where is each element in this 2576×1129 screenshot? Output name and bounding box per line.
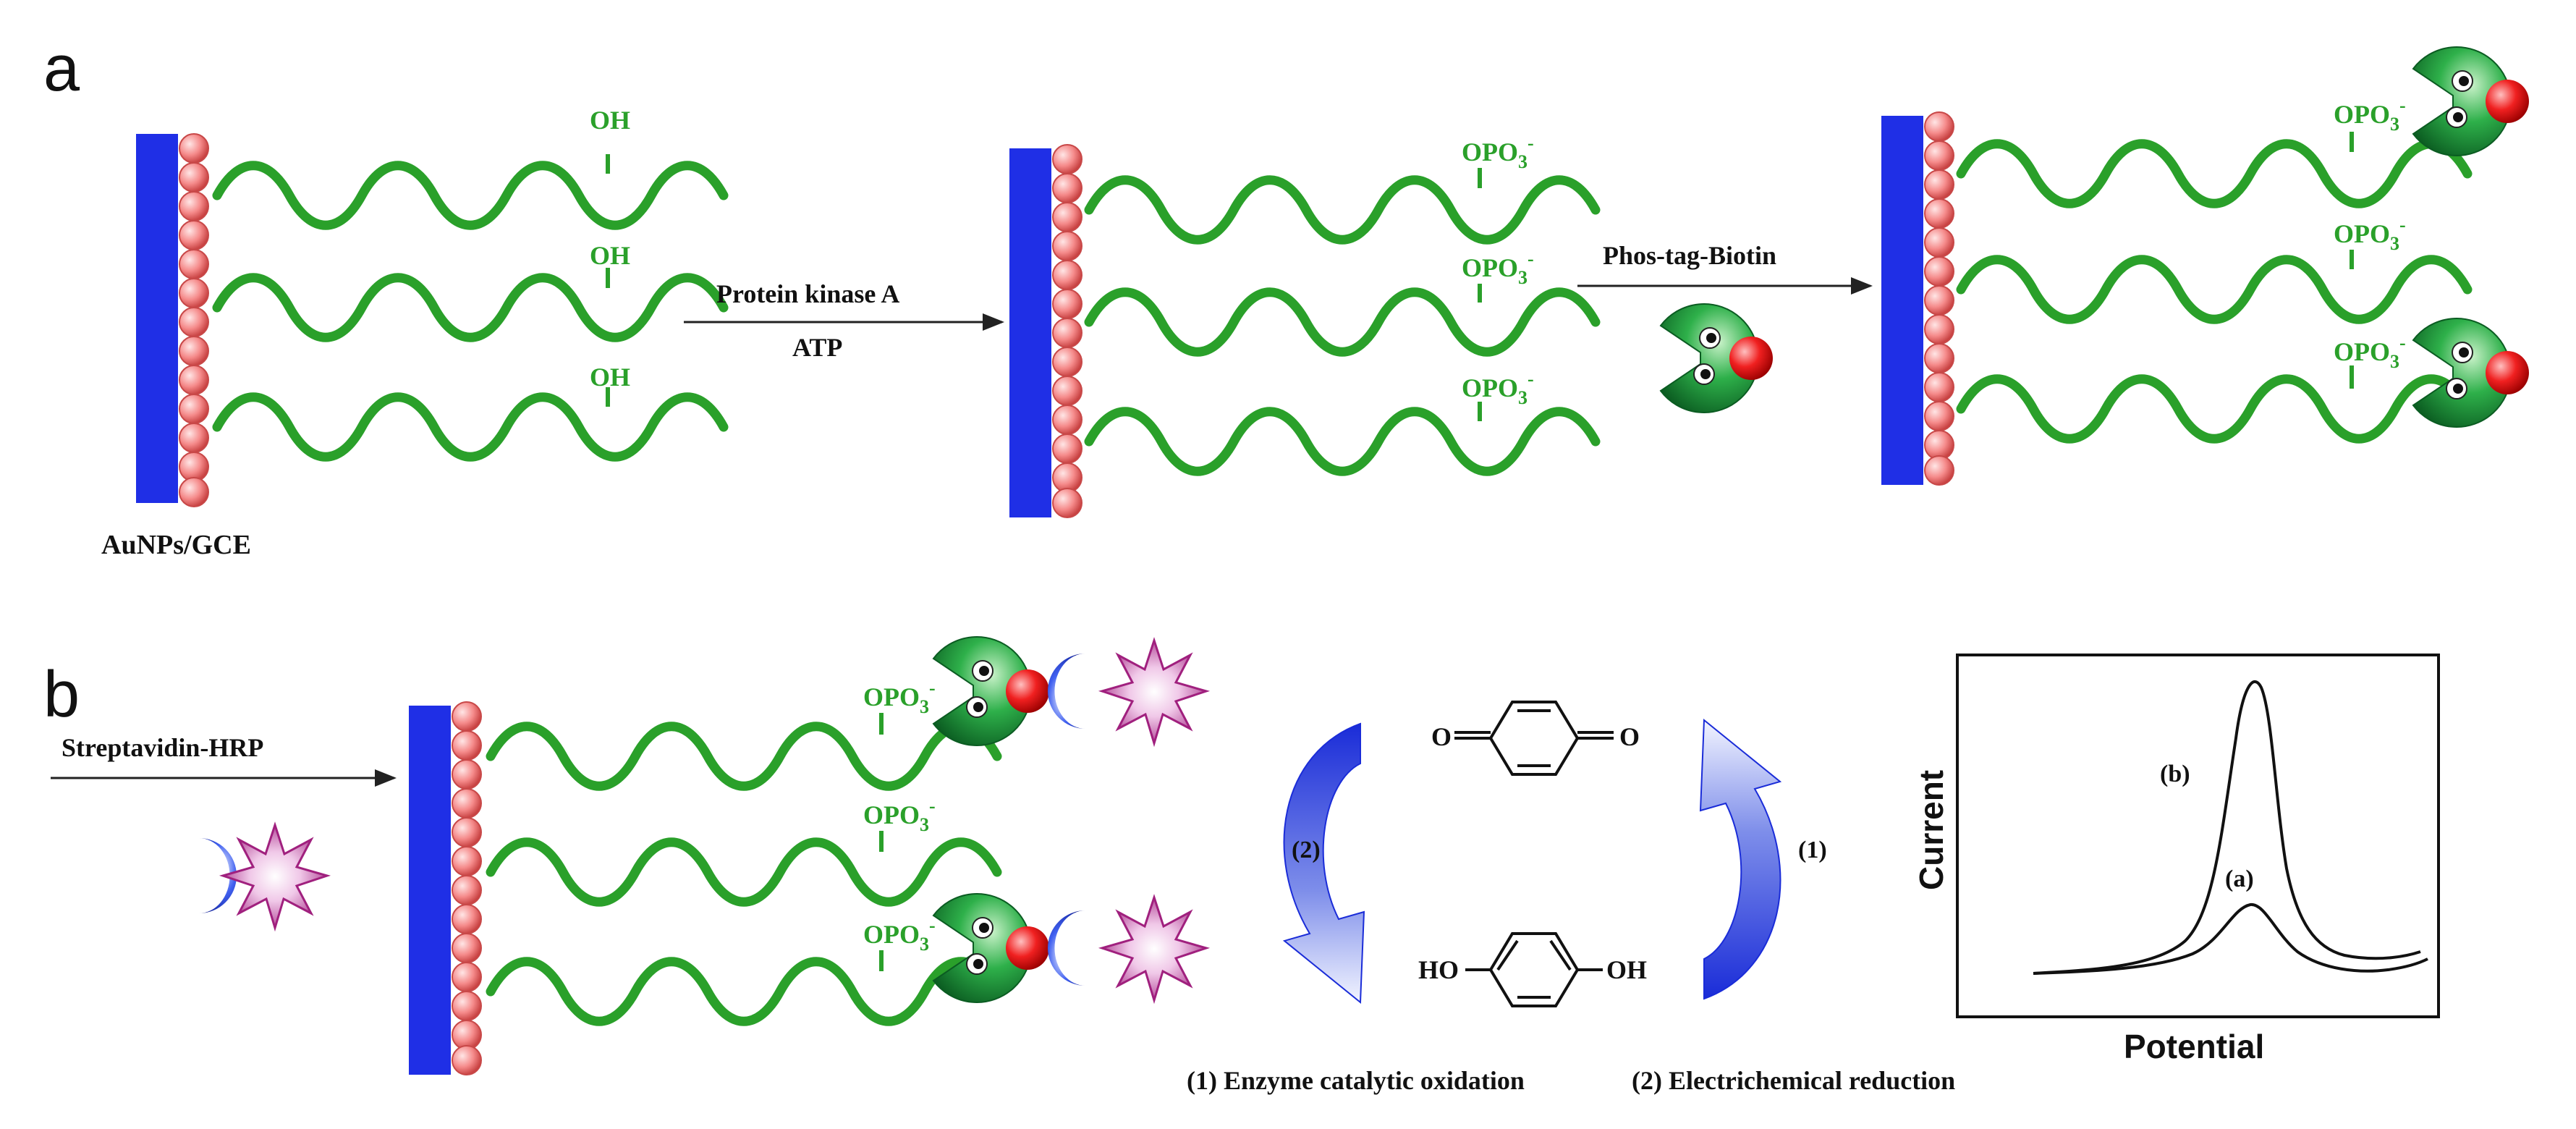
electrode-1-bar	[136, 134, 178, 503]
group-opo3-2a: OPO3-	[1462, 132, 1534, 172]
chart-ylabel: Current	[1912, 770, 1950, 890]
cycle-arrow-1	[1699, 718, 1782, 1000]
curve-a	[2033, 903, 2428, 975]
legend-step-2: (2) Electrichemical reduction	[1632, 1066, 1955, 1095]
benzoquinone-o-left: O	[1431, 722, 1452, 751]
electrode-4-bar	[409, 706, 451, 1075]
phostag-biotin-bound-3c	[2412, 318, 2529, 428]
curve-b	[2033, 680, 2421, 975]
peptide-3b	[1961, 260, 2467, 320]
phostag-biotin-reagent	[1660, 303, 1773, 413]
peptide-3c	[1961, 379, 2467, 439]
group-oh-1: OH	[590, 106, 630, 135]
electrode-3-nanoparticles	[1924, 111, 1954, 486]
group-opo3-4c: OPO3-	[863, 915, 936, 955]
benzoquinone-o-right: O	[1619, 722, 1640, 751]
step-streptavidin-label: Streptavidin-HRP	[62, 733, 263, 762]
electrode-3-bar	[1881, 116, 1923, 485]
streptavidin-hrp-reagent	[199, 824, 329, 929]
step-arrow-kinase: Protein kinase A ATP	[684, 279, 1004, 362]
chart-frame	[1956, 654, 2440, 1018]
voltammogram-chart: Current Potential (b) (a)	[1912, 654, 2440, 1065]
full-complex-4a	[933, 636, 1208, 746]
phostag-biotin-bound-3a	[2412, 46, 2529, 156]
peptide-2b	[1089, 292, 1596, 352]
peptide-2a	[1089, 180, 1596, 240]
curve-a-label: (a)	[2225, 866, 2254, 892]
peptide-1b	[217, 278, 724, 338]
cycle-label-1: (1)	[1798, 837, 1827, 863]
electrode-label: AuNPs/GCE	[101, 530, 251, 560]
hydroquinone-structure	[1465, 932, 1603, 1007]
group-opo3-2b: OPO3-	[1462, 248, 1534, 288]
benzoquinone-structure	[1454, 701, 1614, 776]
electrode-3: OPO3- OPO3- OPO3-	[1881, 46, 2529, 486]
full-complex-4c	[933, 893, 1208, 1003]
legend-step-1: (1) Enzyme catalytic oxidation	[1187, 1066, 1525, 1095]
electrode-4: OPO3- OPO3- OPO3-	[409, 636, 1208, 1075]
panel-b-letter: b	[43, 659, 80, 731]
group-opo3-2c: OPO3-	[1462, 368, 1534, 408]
peptide-4c	[491, 962, 997, 1022]
curve-b-label: (b)	[2160, 761, 2190, 787]
group-opo3-4b: OPO3-	[863, 795, 936, 835]
panel-a-letter: a	[43, 33, 80, 105]
chart-xlabel: Potential	[2124, 1028, 2264, 1065]
electrode-2: OPO3- OPO3- OPO3-	[1009, 132, 1596, 518]
cycle-label-2: (2)	[1292, 837, 1321, 863]
step-arrow-streptavidin: Streptavidin-HRP	[51, 733, 397, 929]
electrode-1: OH OH OH AuNPs/GCE	[101, 106, 724, 560]
peptide-3a	[1961, 144, 2467, 204]
cycle-arrow-2	[1282, 722, 1365, 1005]
electrode-2-bar	[1009, 148, 1051, 517]
peptide-4b	[491, 842, 997, 902]
step-kinase-label: Protein kinase A	[716, 279, 899, 308]
electrode-4-nanoparticles	[452, 701, 482, 1075]
group-opo3-4a: OPO3-	[863, 677, 936, 717]
peptide-4a	[491, 727, 997, 787]
hydroquinone-ho: HO	[1418, 955, 1459, 984]
electrode-2-nanoparticles	[1052, 144, 1082, 518]
step-atp-label: ATP	[792, 333, 842, 362]
redox-cycle: (2) (1) O O HO OH (1) Enzyme catalytic o…	[1187, 701, 1955, 1095]
group-opo3-3c: OPO3-	[2334, 332, 2406, 372]
electrode-1-nanoparticles	[179, 133, 209, 507]
group-opo3-3a: OPO3-	[2334, 95, 2406, 135]
peptide-1a	[217, 166, 724, 226]
step-arrow-phostag: Phos-tag-Biotin	[1577, 241, 1873, 413]
peptide-2c	[1089, 412, 1596, 472]
group-opo3-3b: OPO3-	[2334, 214, 2406, 254]
group-oh-2: OH	[590, 241, 630, 270]
peptide-1c	[217, 397, 724, 457]
hydroquinone-oh: OH	[1606, 955, 1647, 984]
step-phostag-label: Phos-tag-Biotin	[1603, 241, 1776, 270]
group-oh-3: OH	[590, 363, 630, 392]
